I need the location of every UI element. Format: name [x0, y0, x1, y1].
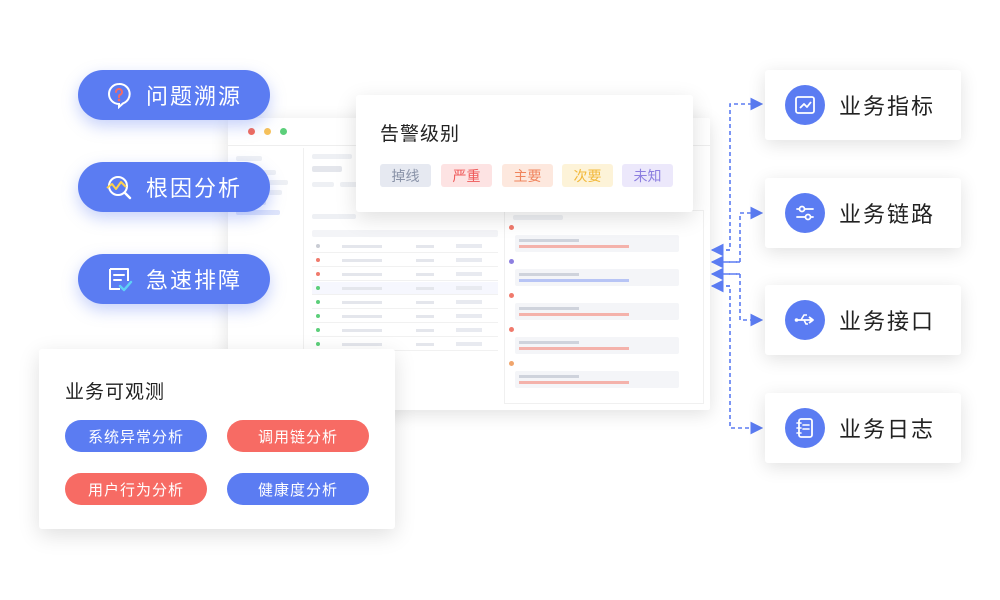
search-trend-icon — [104, 172, 134, 202]
business-label: 业务指标 — [839, 95, 936, 120]
close-dot-icon — [248, 128, 255, 135]
pill-label: 急速排障 — [146, 269, 243, 294]
usb-icon — [785, 300, 825, 340]
alert-card-title: 告警级别 — [380, 123, 461, 145]
event-timeline-panel — [504, 210, 704, 404]
chart-icon — [785, 85, 825, 125]
tag-minor[interactable]: 次要 — [562, 164, 613, 187]
maximize-dot-icon — [280, 128, 287, 135]
checklist-icon — [104, 264, 134, 294]
log-book-icon — [785, 408, 825, 448]
pill-label: 根因分析 — [146, 177, 243, 202]
business-log-card[interactable]: 业务日志 — [765, 393, 961, 463]
pill-label: 问题溯源 — [146, 85, 243, 110]
root-cause-pill[interactable]: 根因分析 — [78, 162, 270, 212]
business-label: 业务链路 — [839, 203, 936, 228]
fast-troubleshoot-pill[interactable]: 急速排障 — [78, 254, 270, 304]
question-bubble-icon — [104, 80, 134, 110]
tag-critical[interactable]: 严重 — [441, 164, 492, 187]
business-interface-card[interactable]: 业务接口 — [765, 285, 961, 355]
tag-offline[interactable]: 掉线 — [380, 164, 431, 187]
tag-unknown[interactable]: 未知 — [622, 164, 673, 187]
tag-major[interactable]: 主要 — [502, 164, 553, 187]
business-label: 业务接口 — [839, 310, 936, 335]
business-label: 业务日志 — [839, 418, 936, 443]
problem-trace-pill[interactable]: 问题溯源 — [78, 70, 270, 120]
chip-health[interactable]: 健康度分析 — [227, 473, 369, 505]
business-metrics-card[interactable]: 业务指标 — [765, 70, 961, 140]
minimize-dot-icon — [264, 128, 271, 135]
alert-level-card: 告警级别 掉线 严重 主要 次要 未知 — [356, 95, 693, 212]
chip-call-chain[interactable]: 调用链分析 — [227, 420, 369, 452]
chip-system-anomaly[interactable]: 系统异常分析 — [65, 420, 207, 452]
business-observable-card: 业务可观测 系统异常分析 调用链分析 用户行为分析 健康度分析 — [39, 349, 395, 529]
chip-user-behavior[interactable]: 用户行为分析 — [65, 473, 207, 505]
business-chain-card[interactable]: 业务链路 — [765, 178, 961, 248]
sliders-icon — [785, 193, 825, 233]
observable-card-title: 业务可观测 — [65, 381, 166, 403]
